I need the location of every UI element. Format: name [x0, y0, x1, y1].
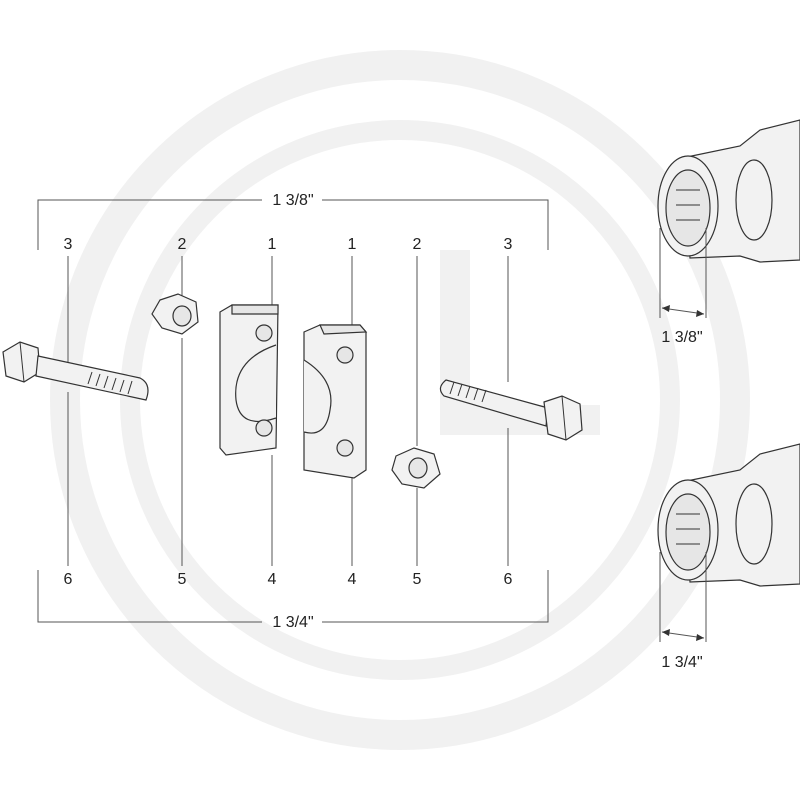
dimension-frame	[37, 199, 549, 623]
clamp-half-icon	[303, 324, 368, 479]
callout-bottom-5: 5	[413, 571, 422, 588]
bolt-icon	[439, 379, 583, 441]
splined-yoke-icon	[657, 119, 800, 263]
callout-top-4: 1	[348, 236, 357, 253]
dimension-right-bottom	[659, 552, 707, 642]
callout-bottom-2: 5	[178, 571, 187, 588]
callout-top-3: 1	[268, 236, 277, 253]
clamp-half-icon	[219, 304, 279, 456]
callout-top-5: 2	[413, 236, 422, 253]
splined-yoke-icon	[657, 443, 800, 587]
dimension-right-bottom-label: 1 3/4"	[661, 654, 702, 671]
dimension-right-top-label: 1 3/8"	[661, 329, 702, 346]
dimension-bottom-label: 1 3/4"	[272, 614, 313, 631]
leader-lines	[67, 256, 509, 566]
watermark-logo	[50, 50, 750, 750]
callout-top-6: 3	[504, 236, 513, 253]
dimension-right-top	[659, 228, 707, 318]
callout-bottom-3: 4	[268, 571, 277, 588]
hex-nut-icon	[391, 447, 441, 489]
callout-bottom-4: 4	[348, 571, 357, 588]
bolt-icon	[2, 341, 149, 401]
callout-top-2: 2	[178, 236, 187, 253]
callout-top-1: 3	[64, 236, 73, 253]
hex-nut-icon	[151, 293, 199, 335]
callout-bottom-6: 6	[504, 571, 513, 588]
dimension-top-label: 1 3/8"	[272, 192, 313, 209]
callout-bottom-1: 6	[64, 571, 73, 588]
